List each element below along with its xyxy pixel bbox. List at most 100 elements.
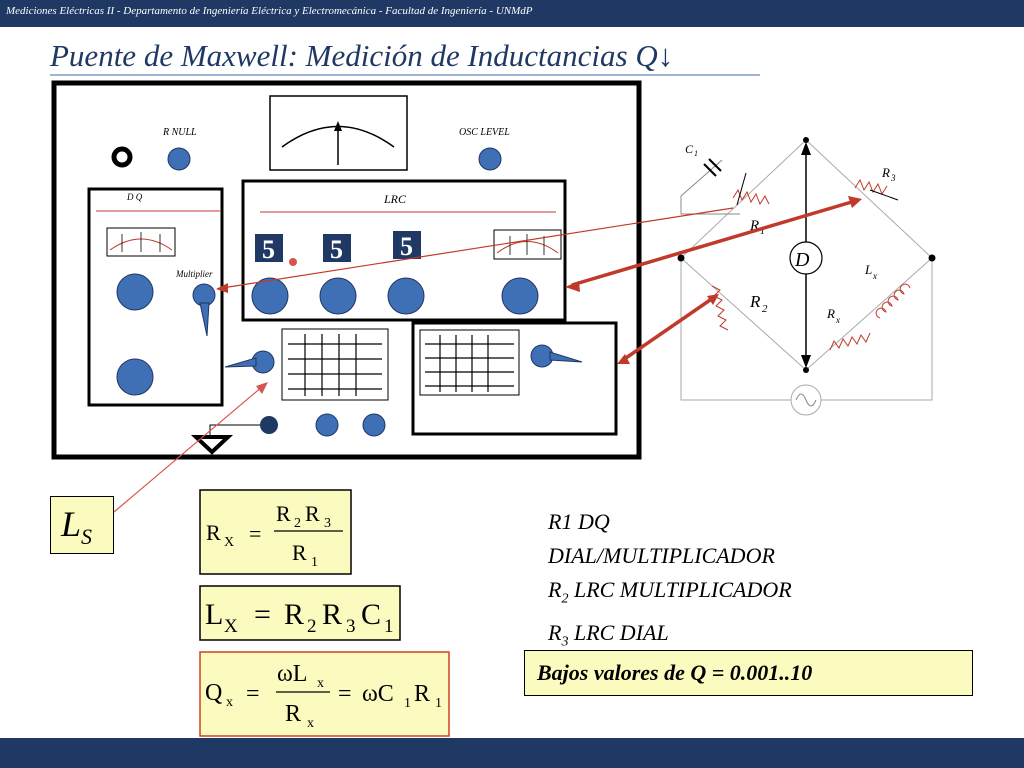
digit-2: 5: [330, 235, 343, 264]
bottom-knob-2[interactable]: [315, 413, 339, 437]
multiplier-pointer: [199, 302, 210, 337]
header-text: Mediciones Eléctricas II - Departamento …: [6, 5, 533, 17]
arrow-r3-to-lrc: [571, 199, 856, 287]
arrow-ls-to-terminal: [113, 385, 264, 513]
svg-text:X: X: [224, 616, 238, 637]
svg-text:R: R: [749, 292, 761, 311]
decimal-dot: [289, 258, 297, 266]
r-null-knob[interactable]: [167, 147, 191, 171]
slide-title: Puente de Maxwell: Medición de Inductanc…: [50, 38, 674, 73]
osc-level-label: OSC LEVEL: [459, 127, 510, 138]
svg-text:R: R: [414, 681, 430, 707]
svg-text:x: x: [835, 315, 840, 325]
svg-text:=: =: [246, 681, 260, 707]
ls-label-box: LS: [50, 496, 114, 554]
svg-text:=: =: [249, 521, 261, 546]
dq-dial-knob[interactable]: [116, 273, 154, 311]
range-pointer-left: [224, 357, 257, 368]
terminal-ring: [111, 146, 133, 168]
svg-text:ωC: ωC: [362, 681, 394, 707]
svg-text:C: C: [361, 598, 381, 631]
svg-text:R: R: [881, 165, 890, 180]
grid-display-right: [419, 329, 520, 396]
digit-1: 5: [262, 235, 275, 264]
detector-icon: [789, 241, 823, 275]
svg-text:1: 1: [404, 696, 411, 711]
formula-qx: Q x = ωL x R x = ωC 1 R 1: [199, 651, 450, 737]
svg-text:L: L: [864, 262, 872, 277]
legend-list: R1 DQ DIAL/MULTIPLICADOR R2 LRC MULTIPLI…: [548, 505, 792, 660]
legend-item: DIAL/MULTIPLICADOR: [548, 543, 775, 568]
formula-rx: R X = R 2 R 3 R 1: [199, 489, 352, 575]
svg-text:R: R: [305, 501, 320, 526]
svg-text:Q: Q: [205, 680, 222, 706]
svg-text:R: R: [284, 598, 304, 631]
bottom-knob-1[interactable]: [260, 416, 278, 434]
arrow-r1-to-multiplier: [221, 207, 734, 289]
resistor-r1-icon: [732, 188, 770, 206]
svg-text:1: 1: [435, 696, 442, 711]
svg-text:D: D: [794, 249, 810, 271]
digit-box-2: [323, 234, 351, 262]
lrc-knob-1[interactable]: [251, 277, 289, 315]
svg-text:C: C: [685, 142, 694, 156]
r-null-label: R NULL: [162, 127, 197, 138]
lrc-knob-2[interactable]: [319, 277, 357, 315]
svg-text:3: 3: [346, 616, 356, 637]
svg-text:1: 1: [311, 555, 318, 570]
title-underline: [50, 74, 760, 76]
svg-text:R: R: [276, 501, 291, 526]
q-range-text: Bajos valores de Q = 0.001..10: [537, 660, 813, 685]
lrc-meter: [493, 229, 562, 260]
svg-text:2: 2: [762, 303, 768, 315]
svg-text:R: R: [206, 520, 221, 545]
svg-text:R: R: [285, 701, 301, 727]
svg-text:x: x: [307, 716, 314, 731]
svg-text:R: R: [749, 218, 759, 234]
svg-text:R: R: [826, 306, 835, 321]
ground-lead: [209, 424, 260, 436]
svg-text:x: x: [317, 676, 324, 691]
formula-lx: L X = R 2 R 3 C 1: [199, 585, 401, 641]
grid-display-left: [281, 328, 389, 401]
correspondence-arrows: [113, 196, 862, 513]
svg-text:3: 3: [324, 516, 331, 531]
multiplier-label: Multiplier: [175, 269, 213, 279]
svg-text:=: =: [338, 681, 352, 707]
svg-text:1: 1: [760, 226, 765, 237]
digit-3: 5: [400, 232, 413, 261]
osc-level-knob[interactable]: [478, 147, 502, 171]
dq-lower-knob[interactable]: [116, 358, 154, 396]
lrc-label: LRC: [383, 192, 407, 206]
capacitor-c1-icon: [703, 163, 717, 177]
arrow-r2-to-range: [622, 296, 714, 362]
digit-box-3: [393, 231, 421, 259]
resistor-r3-icon: [854, 178, 888, 196]
dq-label: D Q: [126, 192, 143, 202]
bottom-knob-3[interactable]: [362, 413, 386, 437]
legend-item: R1 DQ: [548, 509, 610, 534]
header-bar: Mediciones Eléctricas II - Departamento …: [0, 0, 1024, 27]
svg-text:3: 3: [890, 173, 896, 183]
inductor-lx-icon: [875, 283, 911, 319]
resistor-r2-icon: [711, 285, 729, 331]
legend-item: R2 LRC MULTIPLICADOR: [548, 577, 792, 607]
legend-item: R3 LRC DIAL: [548, 620, 669, 650]
svg-text:X: X: [224, 535, 234, 550]
lrc-knob-3[interactable]: [387, 277, 425, 315]
svg-text:2: 2: [294, 516, 301, 531]
svg-text:1: 1: [384, 616, 394, 637]
svg-text:1: 1: [694, 149, 698, 158]
svg-text:R: R: [292, 540, 307, 565]
svg-text:R: R: [322, 598, 342, 631]
lrc-knob-4[interactable]: [501, 277, 539, 315]
meter-needle-tip: [334, 121, 342, 131]
maxwell-bridge-circuit: C 1 R 1 R 3 R 2 R x L x D: [677, 137, 936, 416]
range-pointer-right: [549, 351, 583, 363]
digit-box-1: [255, 234, 283, 262]
ground-terminal-icon: [190, 435, 234, 455]
svg-text:ωL: ωL: [277, 661, 307, 687]
svg-text:2: 2: [307, 616, 317, 637]
resistor-rx-icon: [829, 332, 871, 351]
